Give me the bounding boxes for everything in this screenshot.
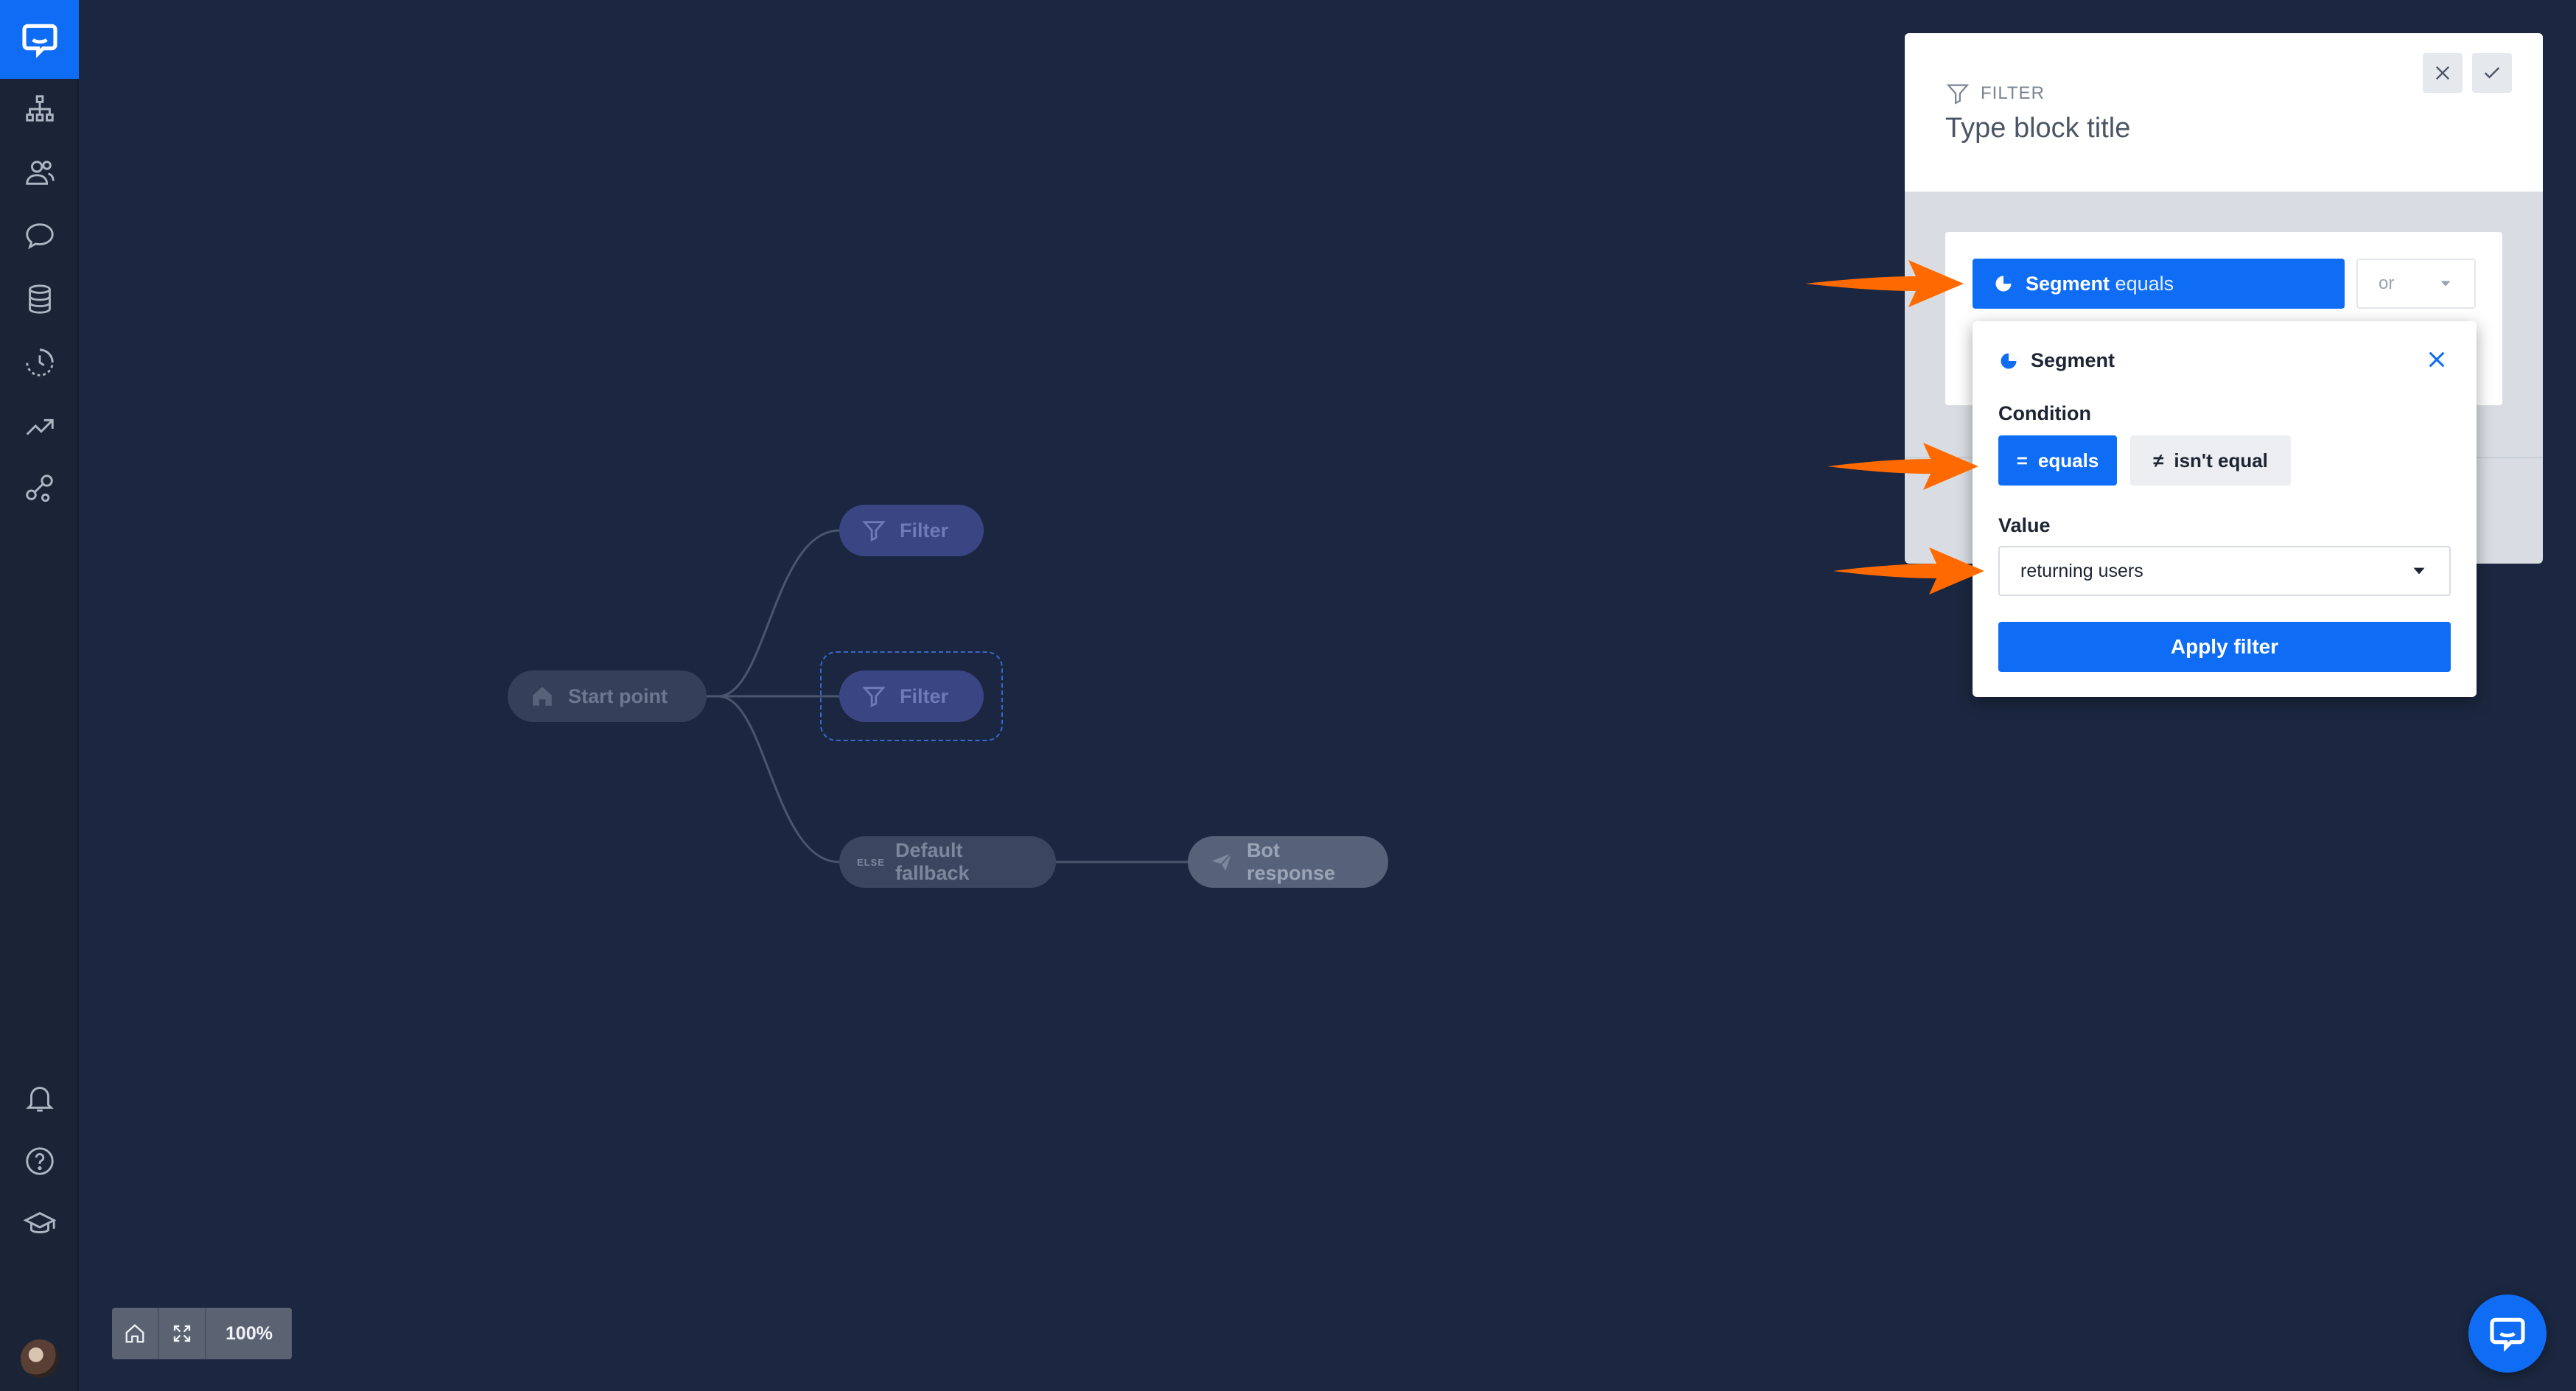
avatar[interactable] — [21, 1339, 59, 1378]
popup-header: Segment — [1998, 349, 2115, 372]
segment-filter-chip[interactable]: Segment equals — [1973, 259, 2345, 309]
else-tag: ELSE — [857, 856, 885, 868]
users-icon[interactable] — [0, 143, 79, 202]
filter-node-label: Filter — [900, 684, 949, 707]
bot-response-node[interactable]: Bot response — [1188, 836, 1388, 888]
home-view-button[interactable] — [112, 1308, 159, 1359]
annotation-arrow — [1827, 443, 1978, 490]
bot-response-label: Bot response — [1246, 839, 1335, 884]
value-select[interactable]: returning users — [1998, 546, 2451, 596]
filter-panel-header: FILTER Type block title — [1905, 33, 2543, 192]
pie-chart-icon — [1995, 276, 2012, 292]
annotation-arrow — [1805, 260, 1964, 307]
paper-plane-icon — [1211, 852, 1233, 871]
condition-label: Condition — [1998, 402, 2091, 424]
pie-chart-icon — [2001, 353, 2017, 368]
default-fallback-node[interactable]: ELSE Default fallback — [839, 836, 1056, 888]
check-icon — [2484, 67, 2500, 79]
not-equal-icon: ≠ — [2153, 449, 2164, 472]
fit-view-button[interactable] — [159, 1308, 206, 1359]
close-icon — [2436, 66, 2449, 80]
logo-icon[interactable] — [0, 0, 79, 79]
filter-node-label: Filter — [900, 519, 949, 542]
funnel-icon — [862, 521, 886, 542]
equals-label: equals — [2037, 449, 2099, 472]
caret-down-icon — [2440, 281, 2451, 287]
block-type-label: FILTER — [1981, 83, 2045, 103]
confirm-button[interactable] — [2472, 53, 2512, 93]
default-fallback-label: Default fallback — [895, 839, 970, 884]
academy-icon[interactable] — [0, 1195, 79, 1254]
home-icon — [533, 687, 552, 706]
not-equal-button[interactable]: ≠ isn't equal — [2130, 435, 2291, 486]
block-title-input[interactable]: Type block title — [1945, 113, 2131, 144]
segment-popup: Segment Condition = equals ≠ isn't equal… — [1973, 321, 2477, 697]
start-point-label: Start point — [568, 684, 668, 707]
caret-down-icon — [2413, 567, 2425, 575]
funnel-icon — [1946, 84, 1970, 105]
annotation-arrow — [1833, 547, 1984, 595]
popup-close-button[interactable] — [2422, 345, 2451, 374]
value-label: Value — [1998, 514, 2051, 536]
chat-widget-button[interactable] — [2468, 1294, 2547, 1373]
filter-node-selected[interactable]: Filter — [839, 670, 984, 722]
trending-icon[interactable] — [0, 396, 79, 455]
chat-icon — [2490, 1317, 2525, 1352]
sidebar — [0, 0, 79, 1391]
help-icon[interactable] — [0, 1132, 79, 1191]
bell-icon[interactable] — [0, 1068, 79, 1127]
database-icon[interactable] — [0, 270, 79, 329]
equals-button[interactable]: = equals — [1998, 435, 2117, 486]
filter-node[interactable]: Filter — [839, 505, 984, 556]
value-selected: returning users — [2020, 560, 2143, 581]
zoom-controls: 100% — [112, 1308, 292, 1359]
apply-filter-button[interactable]: Apply filter — [1998, 622, 2451, 672]
selected-node-outline — [820, 651, 1003, 741]
zoom-level[interactable]: 100% — [225, 1322, 273, 1344]
close-button[interactable] — [2423, 53, 2463, 93]
chat-bubble-icon[interactable] — [0, 206, 79, 265]
start-point-node[interactable]: Start point — [508, 670, 707, 722]
funnel-icon — [862, 687, 886, 708]
chip-operator: equals — [2115, 272, 2174, 295]
logic-operator-select[interactable]: or — [2356, 259, 2476, 309]
home-icon — [125, 1324, 144, 1343]
not-equal-label: isn't equal — [2174, 449, 2268, 472]
block-type: FILTER — [1945, 81, 2045, 106]
popup-title: Segment — [2031, 349, 2115, 371]
integrations-icon[interactable] — [0, 460, 79, 519]
logic-operator-value: or — [2379, 273, 2395, 293]
chip-key: Segment — [2026, 272, 2110, 295]
sitemap-icon[interactable] — [0, 80, 79, 139]
expand-icon — [173, 1325, 191, 1342]
history-icon[interactable] — [0, 333, 79, 392]
equals-icon: = — [2016, 449, 2028, 472]
close-icon — [2429, 351, 2445, 368]
